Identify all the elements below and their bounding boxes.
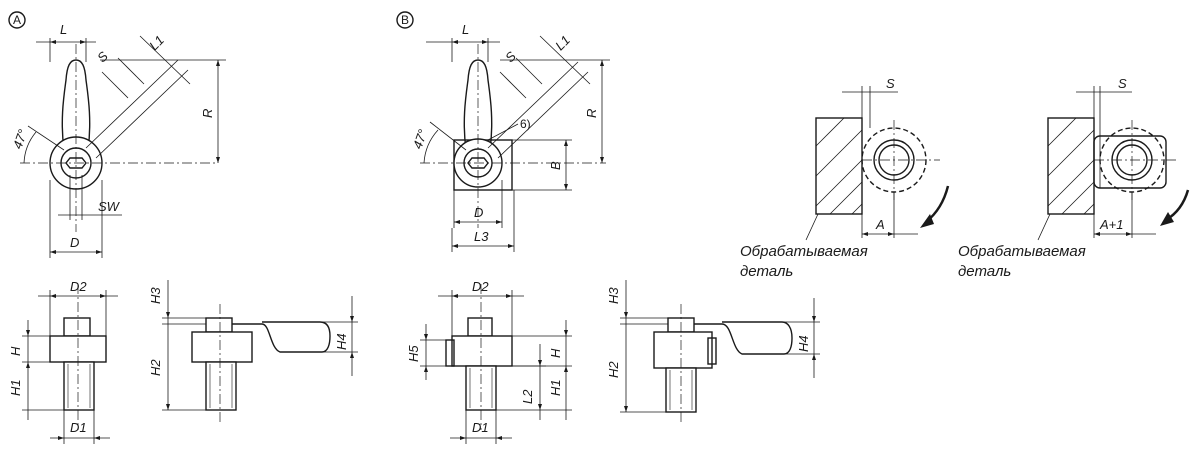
dim-A: A <box>875 217 885 232</box>
view-a-marker: A <box>13 13 21 27</box>
dim-D1-b: D1 <box>472 420 489 435</box>
workpiece-label-1-line2: деталь <box>740 263 793 280</box>
view-a-front: D2 H H1 D1 <box>8 279 118 444</box>
dim-D-a: D <box>70 235 79 250</box>
side-jaw-b <box>707 337 717 365</box>
dim-H-b: H <box>548 348 563 358</box>
side-thread-a <box>205 361 237 411</box>
dim-H4-a: H4 <box>334 333 349 350</box>
note-6: 6) <box>520 117 531 131</box>
dim-H4-b: H4 <box>796 335 811 352</box>
dim-D2-a: D2 <box>70 279 87 294</box>
dim-H-a: H <box>8 346 23 356</box>
dim-S-c2: S <box>1118 76 1127 91</box>
thread-a <box>63 361 95 411</box>
clamping-diagram-2: S A+1 Обрабатываемая деталь <box>958 76 1190 280</box>
rotation-arrow-head-2 <box>1160 212 1174 226</box>
dim-H3-a: H3 <box>148 287 163 304</box>
dim-L1: L1 <box>146 32 167 53</box>
dim-A-plus-1: A+1 <box>1099 217 1124 232</box>
cap-b <box>467 317 493 337</box>
view-b-marker-circle <box>396 11 414 29</box>
dim-D2-b: D2 <box>472 279 489 294</box>
dim-H2-b: H2 <box>606 361 621 378</box>
side-lever-a <box>232 321 331 353</box>
lever-handle-b <box>463 59 493 151</box>
view-a-top: A L S L1 R 47° SW <box>8 11 226 258</box>
rotation-arrow-head-1 <box>920 214 934 228</box>
side-collar-b <box>653 331 713 369</box>
dim-H1-b: H1 <box>548 379 563 396</box>
view-a-marker-circle <box>8 11 26 29</box>
dim-L: L <box>60 22 67 37</box>
view-b-front: D2 H5 H H1 L2 D1 <box>406 279 572 444</box>
dim-R: R <box>200 109 215 118</box>
view-b-top: B L S L1 6) R B <box>396 11 610 252</box>
side-collar-a <box>191 331 253 363</box>
view-b-marker: B <box>401 13 409 27</box>
dim-L-b: L <box>462 22 469 37</box>
view-b-side: H3 H2 H4 <box>606 280 820 424</box>
workpiece-label-1-line1: Обрабатываемая <box>740 243 868 260</box>
dim-S-b: S <box>502 48 519 65</box>
cap-a <box>63 317 91 337</box>
dim-B: B <box>548 161 563 170</box>
dim-L2: L2 <box>520 389 535 404</box>
workpiece-label-2-line2: деталь <box>958 263 1011 280</box>
hex-socket-b <box>467 157 489 169</box>
clamp-jaw-2 <box>1093 135 1167 189</box>
dim-H3-b: H3 <box>606 287 621 304</box>
lever-handle <box>61 59 91 151</box>
dim-S-c1: S <box>886 76 895 91</box>
clamping-diagram-1: S A Обрабатываемая деталь <box>740 76 950 280</box>
dim-angle-b: 47° <box>410 127 431 151</box>
dim-H1-a: H1 <box>8 379 23 396</box>
workpiece-label-2-line1: Обрабатываемая <box>958 243 1086 260</box>
side-cap-a <box>205 317 233 333</box>
dim-R-b: R <box>584 109 599 118</box>
dim-S: S <box>94 48 111 65</box>
dim-H2-a: H2 <box>148 359 163 376</box>
dim-angle: 47° <box>10 127 31 151</box>
view-a-side: H3 H2 H4 <box>148 280 358 424</box>
dim-H5: H5 <box>406 345 421 362</box>
side-lever-b <box>694 321 793 355</box>
dim-SW: SW <box>98 199 121 214</box>
dim-D1-a: D1 <box>70 420 87 435</box>
dim-L3: L3 <box>474 229 489 244</box>
collar-b <box>451 335 513 367</box>
clamp-jaw-b <box>445 339 455 367</box>
dim-D-b: D <box>474 205 483 220</box>
